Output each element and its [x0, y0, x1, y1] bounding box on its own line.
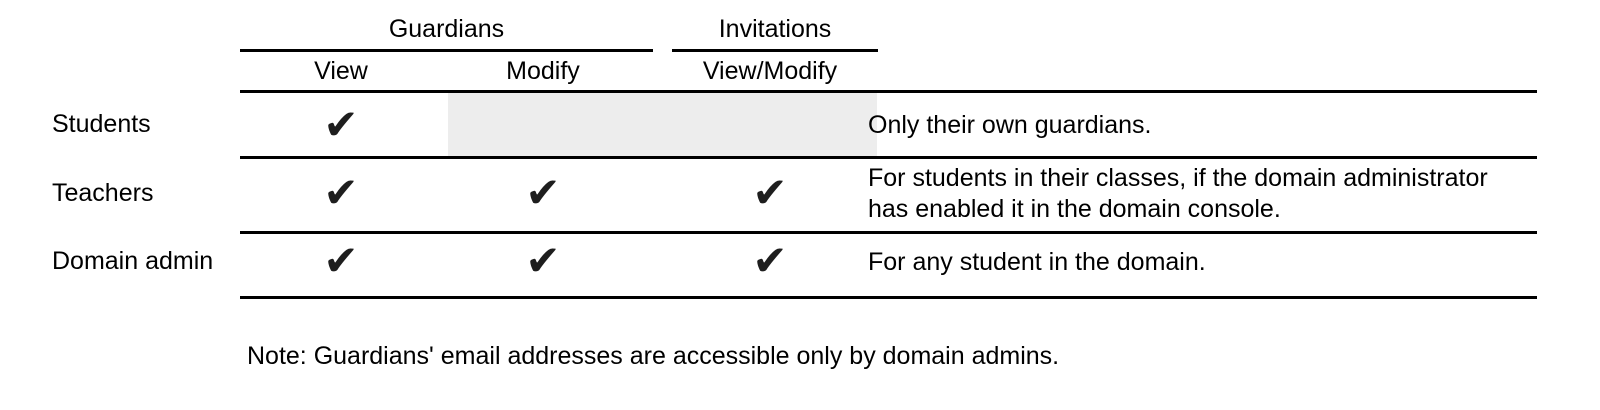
students-explanation: Only their own guardians. — [868, 111, 1152, 139]
check-icon: ✔ — [323, 168, 359, 217]
invitations-underline — [672, 49, 878, 52]
guardians-underline — [240, 49, 653, 52]
group-header-guardians: Guardians — [388, 15, 505, 43]
row-divider-bottom — [240, 296, 1537, 299]
group-header-invitations: Invitations — [718, 15, 832, 43]
teachers-explanation: For students in their classes, if the do… — [868, 164, 1488, 223]
check-icon: ✔ — [323, 100, 359, 149]
row-label-domain-admin: Domain admin — [52, 247, 214, 275]
row-divider-top — [240, 90, 1537, 93]
domain-admin-explanation: For any student in the domain. — [868, 248, 1206, 276]
row-label-students: Students — [52, 110, 151, 138]
col-header-view-modify: View/Modify — [702, 57, 838, 85]
row-divider-teachers — [240, 231, 1537, 234]
check-icon: ✔ — [525, 236, 561, 285]
row-divider-students — [240, 156, 1537, 159]
col-header-view: View — [314, 57, 368, 85]
check-icon: ✔ — [323, 236, 359, 285]
col-header-modify: Modify — [506, 57, 580, 85]
footnote: Note: Guardians' email addresses are acc… — [247, 342, 1060, 370]
students-disabled-cells-shade — [448, 93, 877, 156]
row-label-teachers: Teachers — [52, 179, 154, 207]
check-icon: ✔ — [752, 236, 788, 285]
check-icon: ✔ — [752, 168, 788, 217]
check-icon: ✔ — [525, 168, 561, 217]
